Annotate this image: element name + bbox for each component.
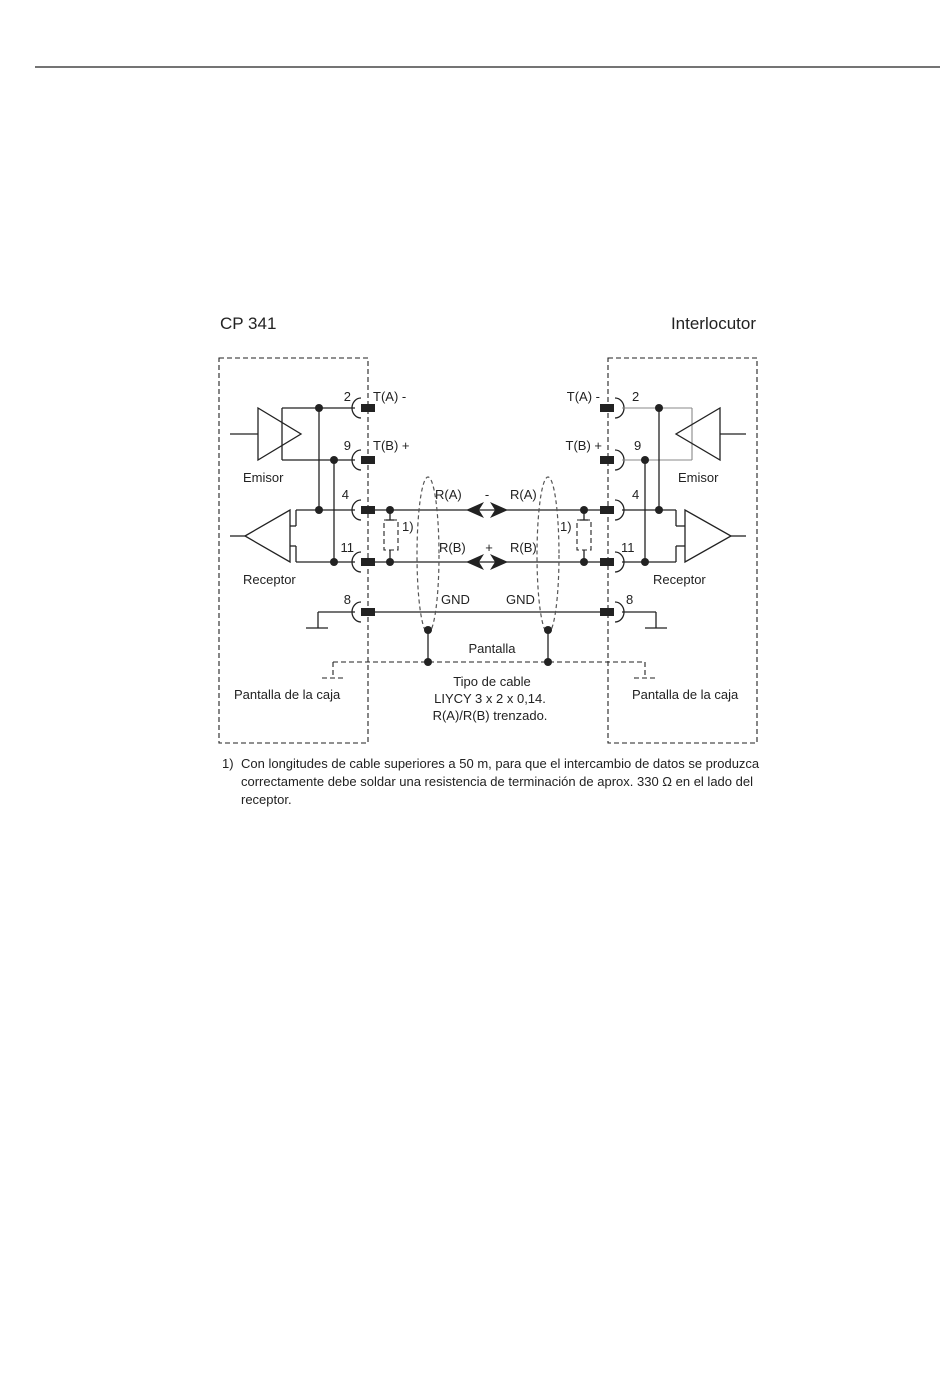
interlocutor-housing-box	[607, 357, 758, 744]
cp341-title: CP 341	[220, 314, 276, 333]
left-sender-driver	[230, 406, 355, 462]
right-pin-4: 4	[632, 487, 639, 502]
ra-direction-arrows	[466, 502, 508, 518]
junction-dot	[641, 558, 649, 566]
right-termination-resistor	[576, 506, 592, 566]
left-termination-resistor	[383, 506, 399, 566]
left-receiver-driver	[230, 508, 355, 564]
left-pin-8: 8	[344, 592, 351, 607]
junction-dot	[330, 456, 338, 464]
right-sender-driver	[674, 406, 746, 462]
right-signal-gnd: GND	[506, 592, 535, 607]
left-signal-ra: R(A)	[435, 487, 462, 502]
right-pin-9: 9	[634, 438, 641, 453]
cable-type-twist: R(A)/R(B) trenzado.	[433, 708, 548, 723]
junction-dot	[330, 558, 338, 566]
left-pin-2: 2	[344, 389, 351, 404]
footnote-number: 1)	[222, 756, 234, 771]
junction-dot	[544, 658, 552, 666]
left-receiver-label: Receptor	[243, 572, 296, 587]
junction-dot	[315, 506, 323, 514]
left-pin-11: 11	[341, 540, 355, 555]
left-signal-rb: R(B)	[439, 540, 466, 555]
interlocutor-title: Interlocutor	[671, 314, 756, 333]
footnote-text: Con longitudes de cable superiores a 50 …	[241, 756, 760, 807]
left-pin-4: 4	[342, 487, 349, 502]
right-housing-shield-label: Pantalla de la caja	[632, 687, 739, 702]
right-pin-8: 8	[626, 592, 633, 607]
right-pin-11: 11	[621, 540, 635, 555]
left-housing-shield-label: Pantalla de la caja	[234, 687, 341, 702]
junction-dot	[641, 456, 649, 464]
junction-dot	[315, 404, 323, 412]
junction-dot	[655, 404, 663, 412]
right-signal-ta: T(A) -	[567, 389, 600, 404]
right-cable-shield	[536, 476, 560, 634]
left-sender-label: Emisor	[243, 470, 284, 485]
right-signal-rb: R(B)	[510, 540, 537, 555]
left-resistor-ref: 1)	[402, 519, 414, 534]
right-receiver-driver	[675, 508, 746, 564]
ra-polarity-minus: -	[485, 487, 489, 502]
cable-type-title: Tipo de cable	[453, 674, 531, 689]
rb-direction-arrows	[466, 554, 508, 570]
left-connector-pins	[351, 397, 375, 623]
cp341-housing-box	[218, 357, 369, 744]
right-receiver-label: Receptor	[653, 572, 706, 587]
right-signal-ra: R(A)	[510, 487, 537, 502]
right-pin-2: 2	[632, 389, 639, 404]
junction-dot	[655, 506, 663, 514]
left-signal-tb: T(B) +	[373, 438, 409, 453]
shield-label: Pantalla	[469, 641, 517, 656]
right-sender-label: Emisor	[678, 470, 719, 485]
footnote: 1) Con longitudes de cable superiores a …	[222, 755, 762, 809]
left-signal-ta: T(A) -	[373, 389, 406, 404]
right-resistor-ref: 1)	[560, 519, 572, 534]
left-signal-gnd: GND	[441, 592, 470, 607]
right-signal-tb: T(B) +	[566, 438, 602, 453]
cable-type-spec: LIYCY 3 x 2 x 0,14.	[434, 691, 546, 706]
right-connector-pins	[600, 397, 625, 623]
left-pin-9: 9	[344, 438, 351, 453]
rb-polarity-plus: +	[485, 540, 493, 555]
junction-dot	[424, 658, 432, 666]
